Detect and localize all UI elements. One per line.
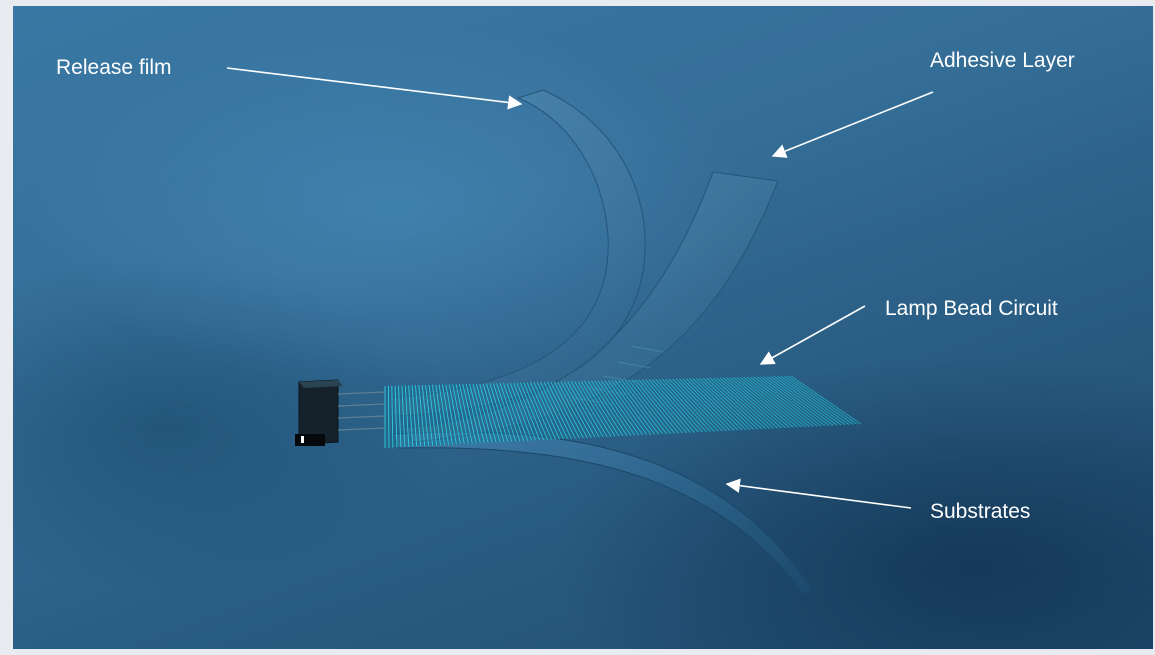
substrate-layer: [393, 432, 813, 594]
diagram-canvas: Release film Adhesive Layer Lamp Bead Ci…: [13, 6, 1153, 649]
release-film-pointer: [227, 68, 521, 104]
circuit-trace: [388, 386, 389, 448]
substrates-pointer: [727, 484, 911, 508]
release-film-label: Release film: [56, 56, 172, 80]
substrates-label: Substrates: [930, 500, 1030, 524]
adhesive-layer-label: Adhesive Layer: [930, 49, 1075, 73]
connector: [295, 380, 385, 446]
adhesive-layer-pointer: [773, 92, 933, 156]
lamp-bead-circuit-pointer: [761, 306, 865, 364]
flexible-strip-illustration: [13, 6, 1153, 649]
lamp-bead-circuit-label: Lamp Bead Circuit: [885, 297, 1058, 321]
